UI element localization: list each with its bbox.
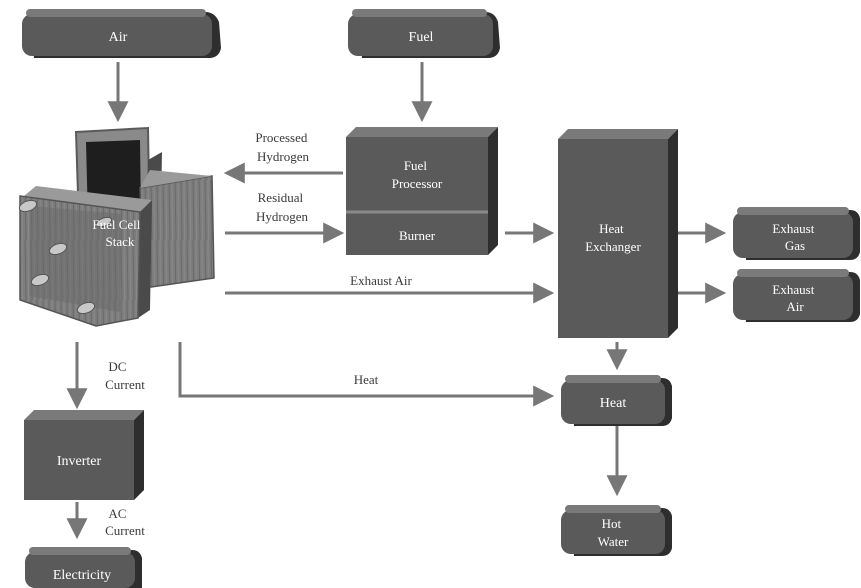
svg-text:Exhaust Air: Exhaust Air xyxy=(772,282,817,314)
svg-text:Heat Exchanger: Heat Exchanger xyxy=(585,221,641,254)
edge-label-dc-current: DC Current xyxy=(105,359,145,392)
node-heat: Heat xyxy=(561,375,672,426)
arrow-heat xyxy=(178,342,555,407)
svg-text:Inverter: Inverter xyxy=(57,454,102,469)
edge-label-processed-hydrogen: Processed Hydrogen xyxy=(255,130,310,164)
node-fuel: Fuel xyxy=(348,9,500,58)
edge-label-residual-hydrogen: Residual Hydrogen xyxy=(256,190,308,224)
node-fuel-processor: Fuel Processor xyxy=(346,127,498,255)
svg-text:Air: Air xyxy=(109,30,128,45)
node-exhaust-air: Exhaust Air xyxy=(733,269,860,322)
edge-label-heat: Heat xyxy=(354,372,379,387)
svg-text:Fuel Processor: Fuel Processor xyxy=(392,158,443,191)
svg-text:Fuel: Fuel xyxy=(409,30,434,45)
arrows xyxy=(66,62,727,540)
edge-label-exhaust-air: Exhaust Air xyxy=(350,273,412,288)
node-air: Air xyxy=(22,9,221,58)
node-heat-exchanger: Heat Exchanger xyxy=(558,129,678,338)
node-fuel-cell-stack: Fuel Cell Stack xyxy=(18,126,215,327)
stack-bolts xyxy=(18,199,113,315)
svg-text:Heat: Heat xyxy=(600,396,627,411)
svg-text:Exhaust Gas: Exhaust Gas xyxy=(772,221,817,253)
node-hot-water: Hot Water xyxy=(561,505,672,556)
svg-text:Burner: Burner xyxy=(399,228,436,243)
node-exhaust-gas: Exhaust Gas xyxy=(733,207,860,260)
svg-text:Electricity: Electricity xyxy=(53,568,111,583)
node-electricity: Electricity xyxy=(25,547,142,588)
svg-text:Fuel Cell Stack: Fuel Cell Stack xyxy=(92,217,143,249)
node-inverter: Inverter xyxy=(24,410,144,500)
edge-label-ac-current: AC Current xyxy=(105,506,145,538)
svg-text:Hot Water: Hot Water xyxy=(598,516,629,549)
node-burner: Burner xyxy=(399,228,436,243)
